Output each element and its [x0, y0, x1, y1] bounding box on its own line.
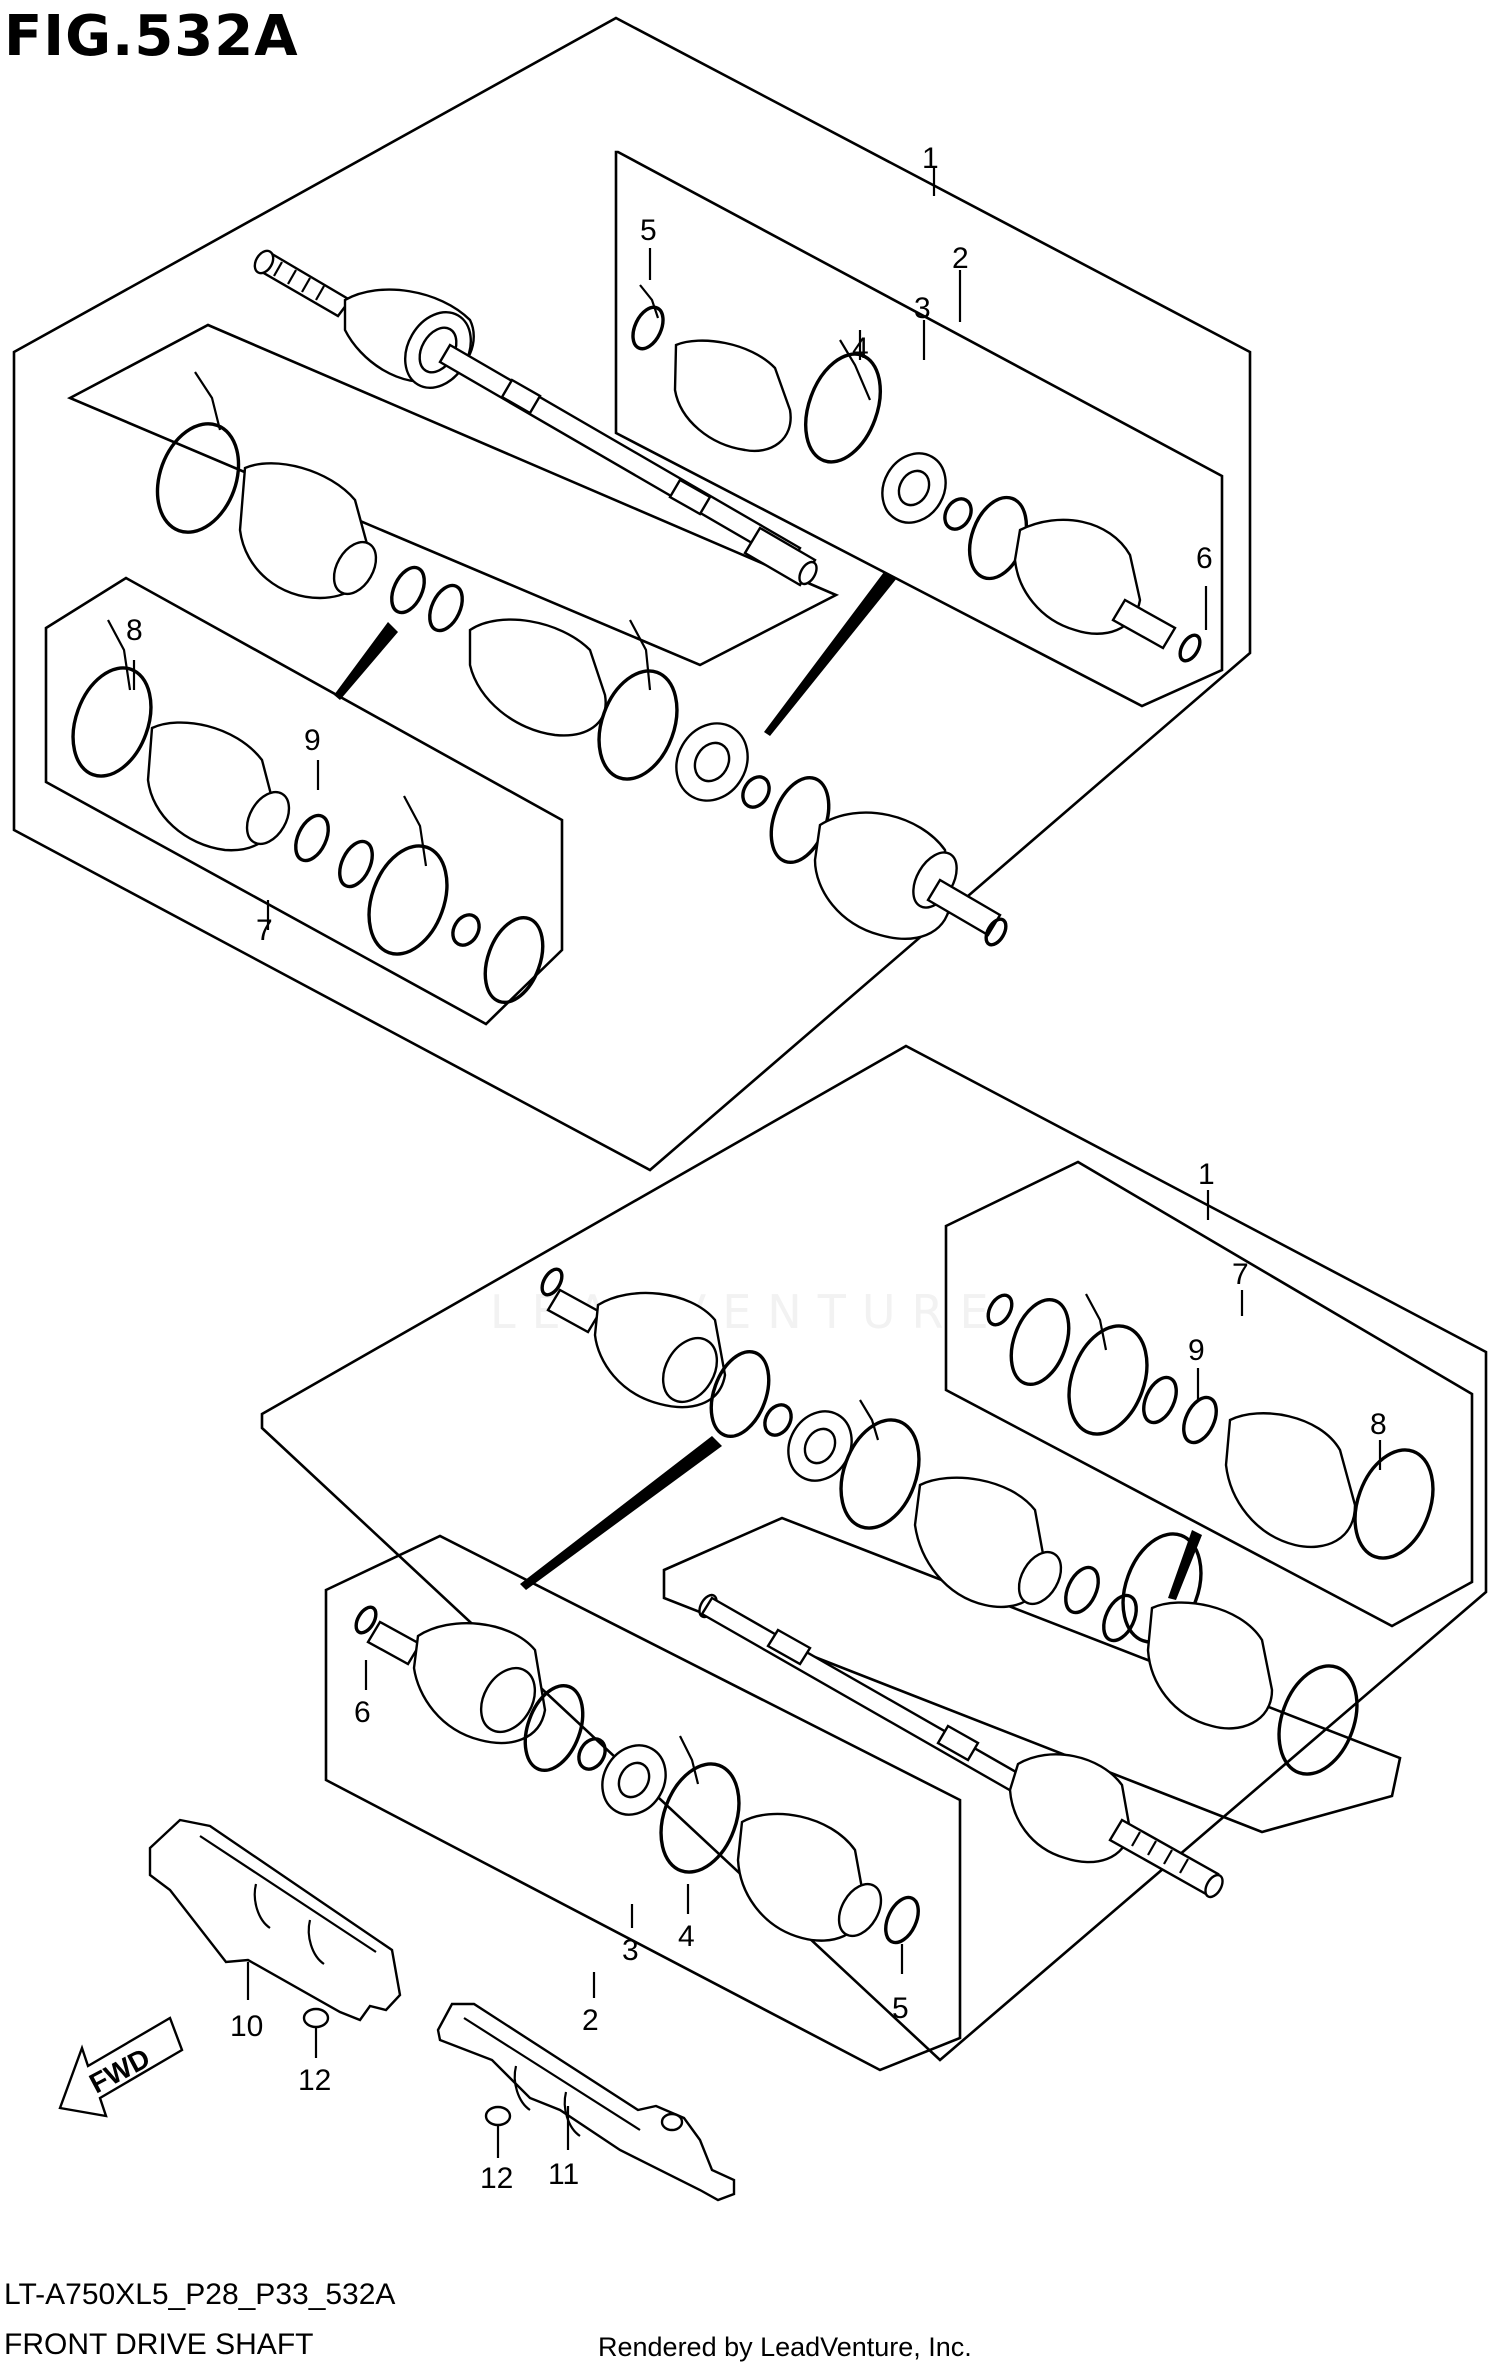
callout-7-top: 7 [256, 914, 273, 947]
callout-6-top: 6 [1196, 542, 1213, 575]
top-shaft-parts [253, 249, 818, 587]
callout-5-bottom: 5 [892, 1992, 909, 2025]
top-pointer-wedge-left [334, 622, 398, 700]
guard-11 [436, 2002, 736, 2202]
callout-1-bottom: 1 [1198, 1158, 1215, 1191]
callout-9-bottom: 9 [1188, 1334, 1205, 1367]
top-subgroup-7-parts [71, 619, 545, 1004]
top-leader-lines [132, 168, 1208, 930]
bottom-pointer-wedge-right [1168, 1530, 1202, 1600]
callout-1-top: 1 [922, 142, 939, 175]
figure-title: FIG.532A [4, 4, 299, 69]
callout-3-top: 3 [914, 292, 931, 325]
bottom-assembly-frame [260, 1044, 1488, 2072]
callout-4-top: 4 [852, 332, 869, 365]
bottom-leader-lines [364, 1190, 1382, 1998]
callout-6-bottom: 6 [354, 1696, 371, 1729]
top-assembly-frame [12, 16, 1252, 1172]
callout-11: 11 [548, 2158, 579, 2191]
bottom-subgroup-2-frame [324, 1534, 962, 2072]
callout-3-bottom: 3 [622, 1934, 639, 1967]
fwd-arrow: FWD [58, 2016, 184, 2118]
bolt-12-left [302, 2007, 330, 2042]
callout-2-top: 2 [952, 242, 969, 275]
top-subgroup-2-parts [631, 284, 1202, 663]
callout-12-right: 12 [480, 2162, 513, 2195]
bottom-shaft-frame [662, 1516, 1402, 1834]
callout-10: 10 [230, 2010, 263, 2043]
bottom-subgroup-7-parts [986, 1293, 1435, 1560]
bottom-shaft-parts [698, 1532, 1359, 1899]
bottom-subgroup-2-parts [354, 1605, 920, 1945]
callout-4-bottom: 4 [678, 1920, 695, 1953]
top-inner-boot-set [155, 371, 679, 781]
callout-8-bottom: 8 [1370, 1408, 1387, 1441]
top-pointer-wedge-right [764, 572, 897, 736]
callout-5-top: 5 [640, 214, 657, 247]
bottom-pointer-wedge-left [520, 1436, 722, 1590]
section-name: FRONT DRIVE SHAFT [4, 2328, 314, 2361]
render-credit: Rendered by LeadVenture, Inc. [598, 2332, 972, 2362]
callout-9-top: 9 [304, 724, 321, 757]
callout-12-left: 12 [298, 2064, 331, 2097]
top-subgroup-2-frame [614, 150, 1224, 708]
top-subgroup-7-frame [44, 576, 564, 1026]
callout-2-bottom: 2 [582, 2004, 599, 2037]
bottom-upper-parts [520, 1267, 1202, 1643]
callout-8-top: 8 [126, 614, 143, 647]
top-shaft-frame [66, 323, 840, 667]
callout-7-bottom: 7 [1232, 1258, 1249, 1291]
top-inner-joint-set [334, 572, 1008, 947]
bottom-subgroup-7-frame [944, 1160, 1474, 1628]
bolt-12-right [484, 2105, 512, 2140]
model-code: LT-A750XL5_P28_P33_532A [4, 2278, 396, 2311]
guard-10 [148, 1818, 402, 2022]
